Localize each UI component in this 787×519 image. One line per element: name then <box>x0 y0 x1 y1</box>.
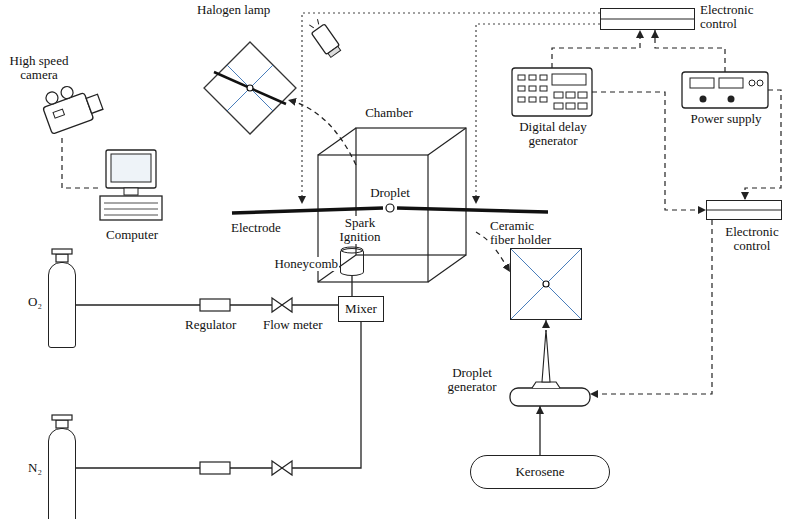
droplet-generator: Droplet generator <box>510 382 590 406</box>
control-box: Electronic control <box>600 8 695 30</box>
node-label: Droplet generator <box>438 366 506 394</box>
connector <box>476 24 600 204</box>
node-label: Digital delay generator <box>502 120 604 148</box>
camera-symbol <box>39 77 105 134</box>
connector <box>552 30 640 68</box>
node-label: O₂ <box>7 295 43 309</box>
connector <box>590 220 712 394</box>
electrode-rod <box>232 208 383 213</box>
connector <box>539 406 540 455</box>
connector <box>302 13 600 204</box>
lamp: Halogen lamp <box>310 20 342 60</box>
fiber-cross <box>511 249 581 319</box>
connector <box>76 322 361 468</box>
fiber-holder: Ceramic fiber holder <box>510 248 582 320</box>
gas-cylinder: N₂ <box>48 428 76 519</box>
part-label: Flow meter <box>262 318 334 332</box>
chamber-outline <box>318 128 466 282</box>
node-label: Ceramic fiber holder <box>489 219 559 247</box>
part-label: Regulator <box>184 318 248 332</box>
fuel-tank: Kerosene <box>470 455 610 489</box>
power-supply: Power supply <box>682 72 768 108</box>
droplet-symbol <box>386 204 394 212</box>
node-label: Chamber <box>358 106 420 120</box>
part-label: Electrode <box>230 221 294 235</box>
connector <box>351 276 352 296</box>
node-label: Electronic control <box>717 225 787 253</box>
camera: High speed camera <box>40 86 108 138</box>
node-label: Mixer <box>344 302 378 316</box>
computer: Computer <box>100 150 162 224</box>
power-supply-symbol <box>682 72 768 108</box>
delay-generator-symbol <box>512 68 592 116</box>
node-label: Computer <box>96 228 168 242</box>
node-label: Kerosene <box>514 465 565 479</box>
gas-cylinder: O₂ <box>48 262 76 348</box>
control-divider <box>600 19 695 20</box>
connector <box>655 30 725 72</box>
part-label: Spark Ignition <box>332 216 388 244</box>
node-label: N₂ <box>7 461 43 475</box>
part-label: Droplet <box>366 186 414 200</box>
node-label: Honeycomb <box>267 257 339 271</box>
node-label: Electronic control <box>699 3 781 31</box>
view-square <box>204 42 296 134</box>
node-label: Power supply <box>675 112 777 126</box>
droplet-generator-symbol <box>510 330 590 406</box>
delay-generator: Digital delay generator <box>512 68 592 116</box>
electrode-rod <box>397 208 548 212</box>
computer-symbol <box>100 150 162 220</box>
connector <box>592 92 706 210</box>
chamber: ChamberHoneycomb <box>302 128 476 282</box>
control-divider <box>706 210 782 211</box>
node-label: High speed camera <box>4 54 74 82</box>
node-label: Halogen lamp <box>196 3 298 17</box>
honeycomb: Honeycomb <box>340 248 364 276</box>
mixer-box: Mixer <box>338 296 384 322</box>
lamp-symbol <box>307 17 342 58</box>
control-box: Electronic control <box>706 200 782 220</box>
connector <box>62 138 100 188</box>
